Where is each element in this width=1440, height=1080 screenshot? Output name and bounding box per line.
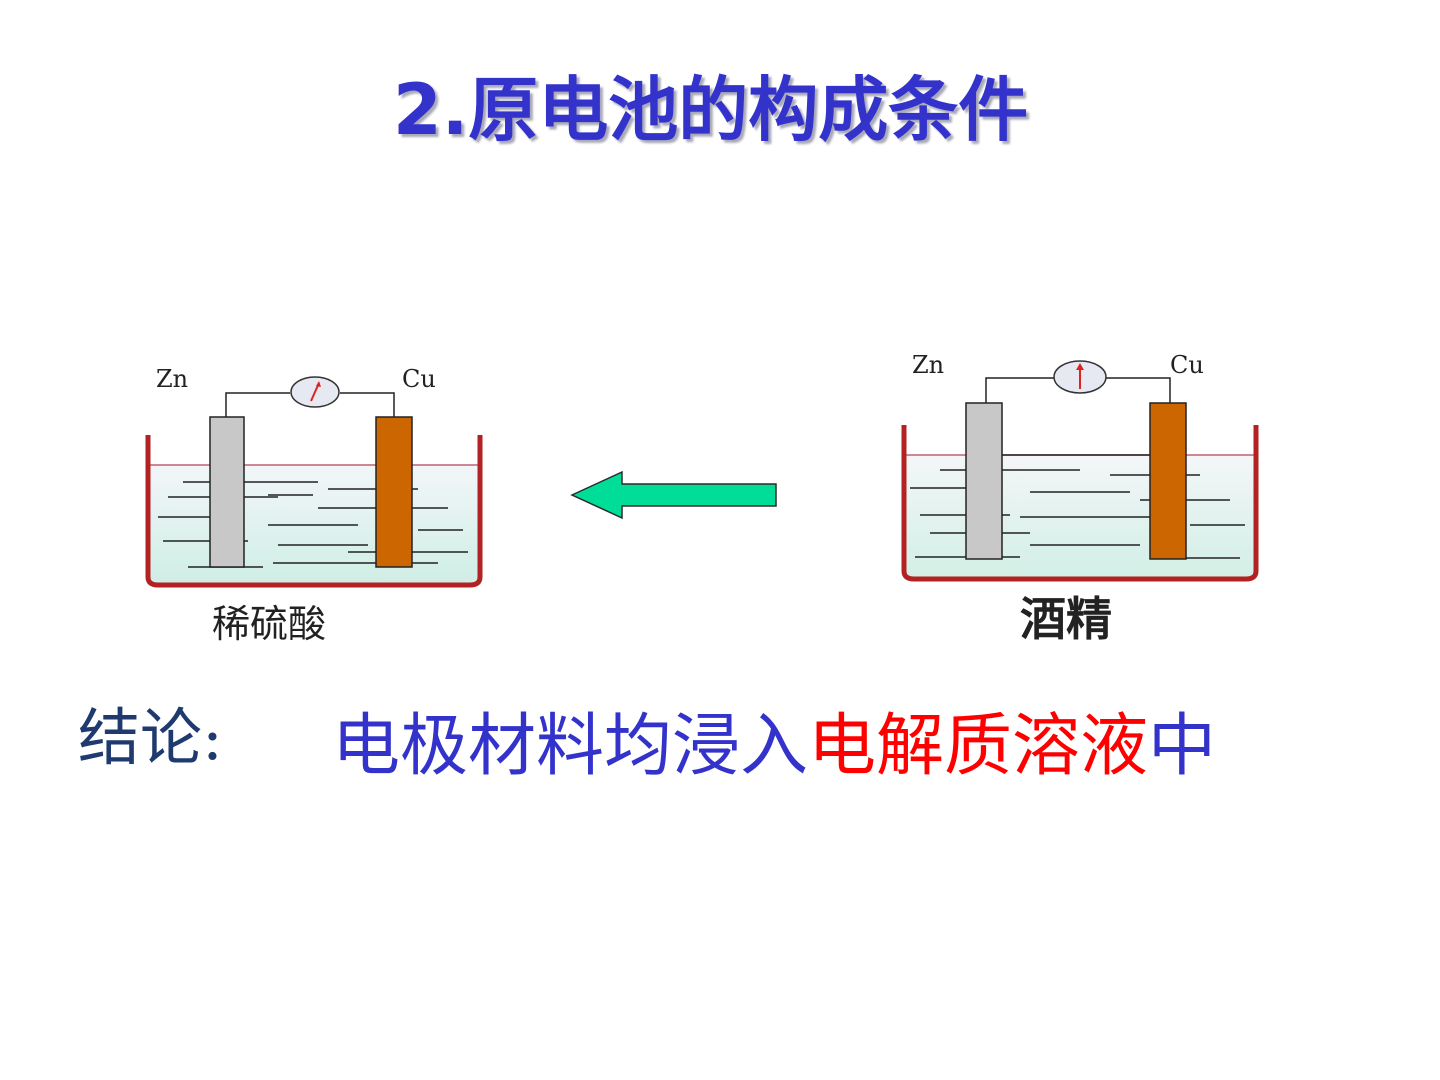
copper-electrode [375, 416, 413, 568]
solution-label: 稀硫酸 [212, 602, 326, 646]
copper-label: Cu [402, 365, 436, 393]
galvanometer-icon [1053, 360, 1107, 394]
wire-right [1105, 377, 1171, 403]
wire-left [985, 377, 1055, 403]
copper-label: Cu [1170, 351, 1204, 379]
conclusion-text-after: 中 [1148, 707, 1217, 786]
zinc-label: Zn [912, 351, 944, 379]
solution-label: 酒精 [1020, 592, 1112, 646]
wire-left [225, 392, 290, 417]
zinc-label: Zn [156, 365, 188, 393]
left-arrow-icon [570, 470, 777, 520]
copper-electrode [1149, 402, 1187, 560]
conclusion-text-before: 电极材料均浸入 [332, 707, 809, 786]
conclusion-text: 电极材料均浸入电解质溶液中 [332, 706, 1216, 788]
beaker [145, 435, 483, 588]
conclusion-label: 结论: [78, 701, 223, 774]
conclusion-text-highlight: 电解质溶液 [808, 707, 1149, 786]
galvanometer-icon [290, 376, 340, 408]
zinc-electrode [965, 402, 1003, 560]
wire-right [340, 392, 395, 417]
slide-title: 2.原电池的构成条件 [393, 69, 1029, 151]
cell-diagram-alcohol: Zn Cu 酒精 [900, 345, 1265, 655]
cell-diagram-sulfuric-acid: Zn Cu 稀硫酸 [128, 345, 508, 670]
zinc-electrode [209, 416, 245, 568]
beaker [901, 425, 1259, 582]
